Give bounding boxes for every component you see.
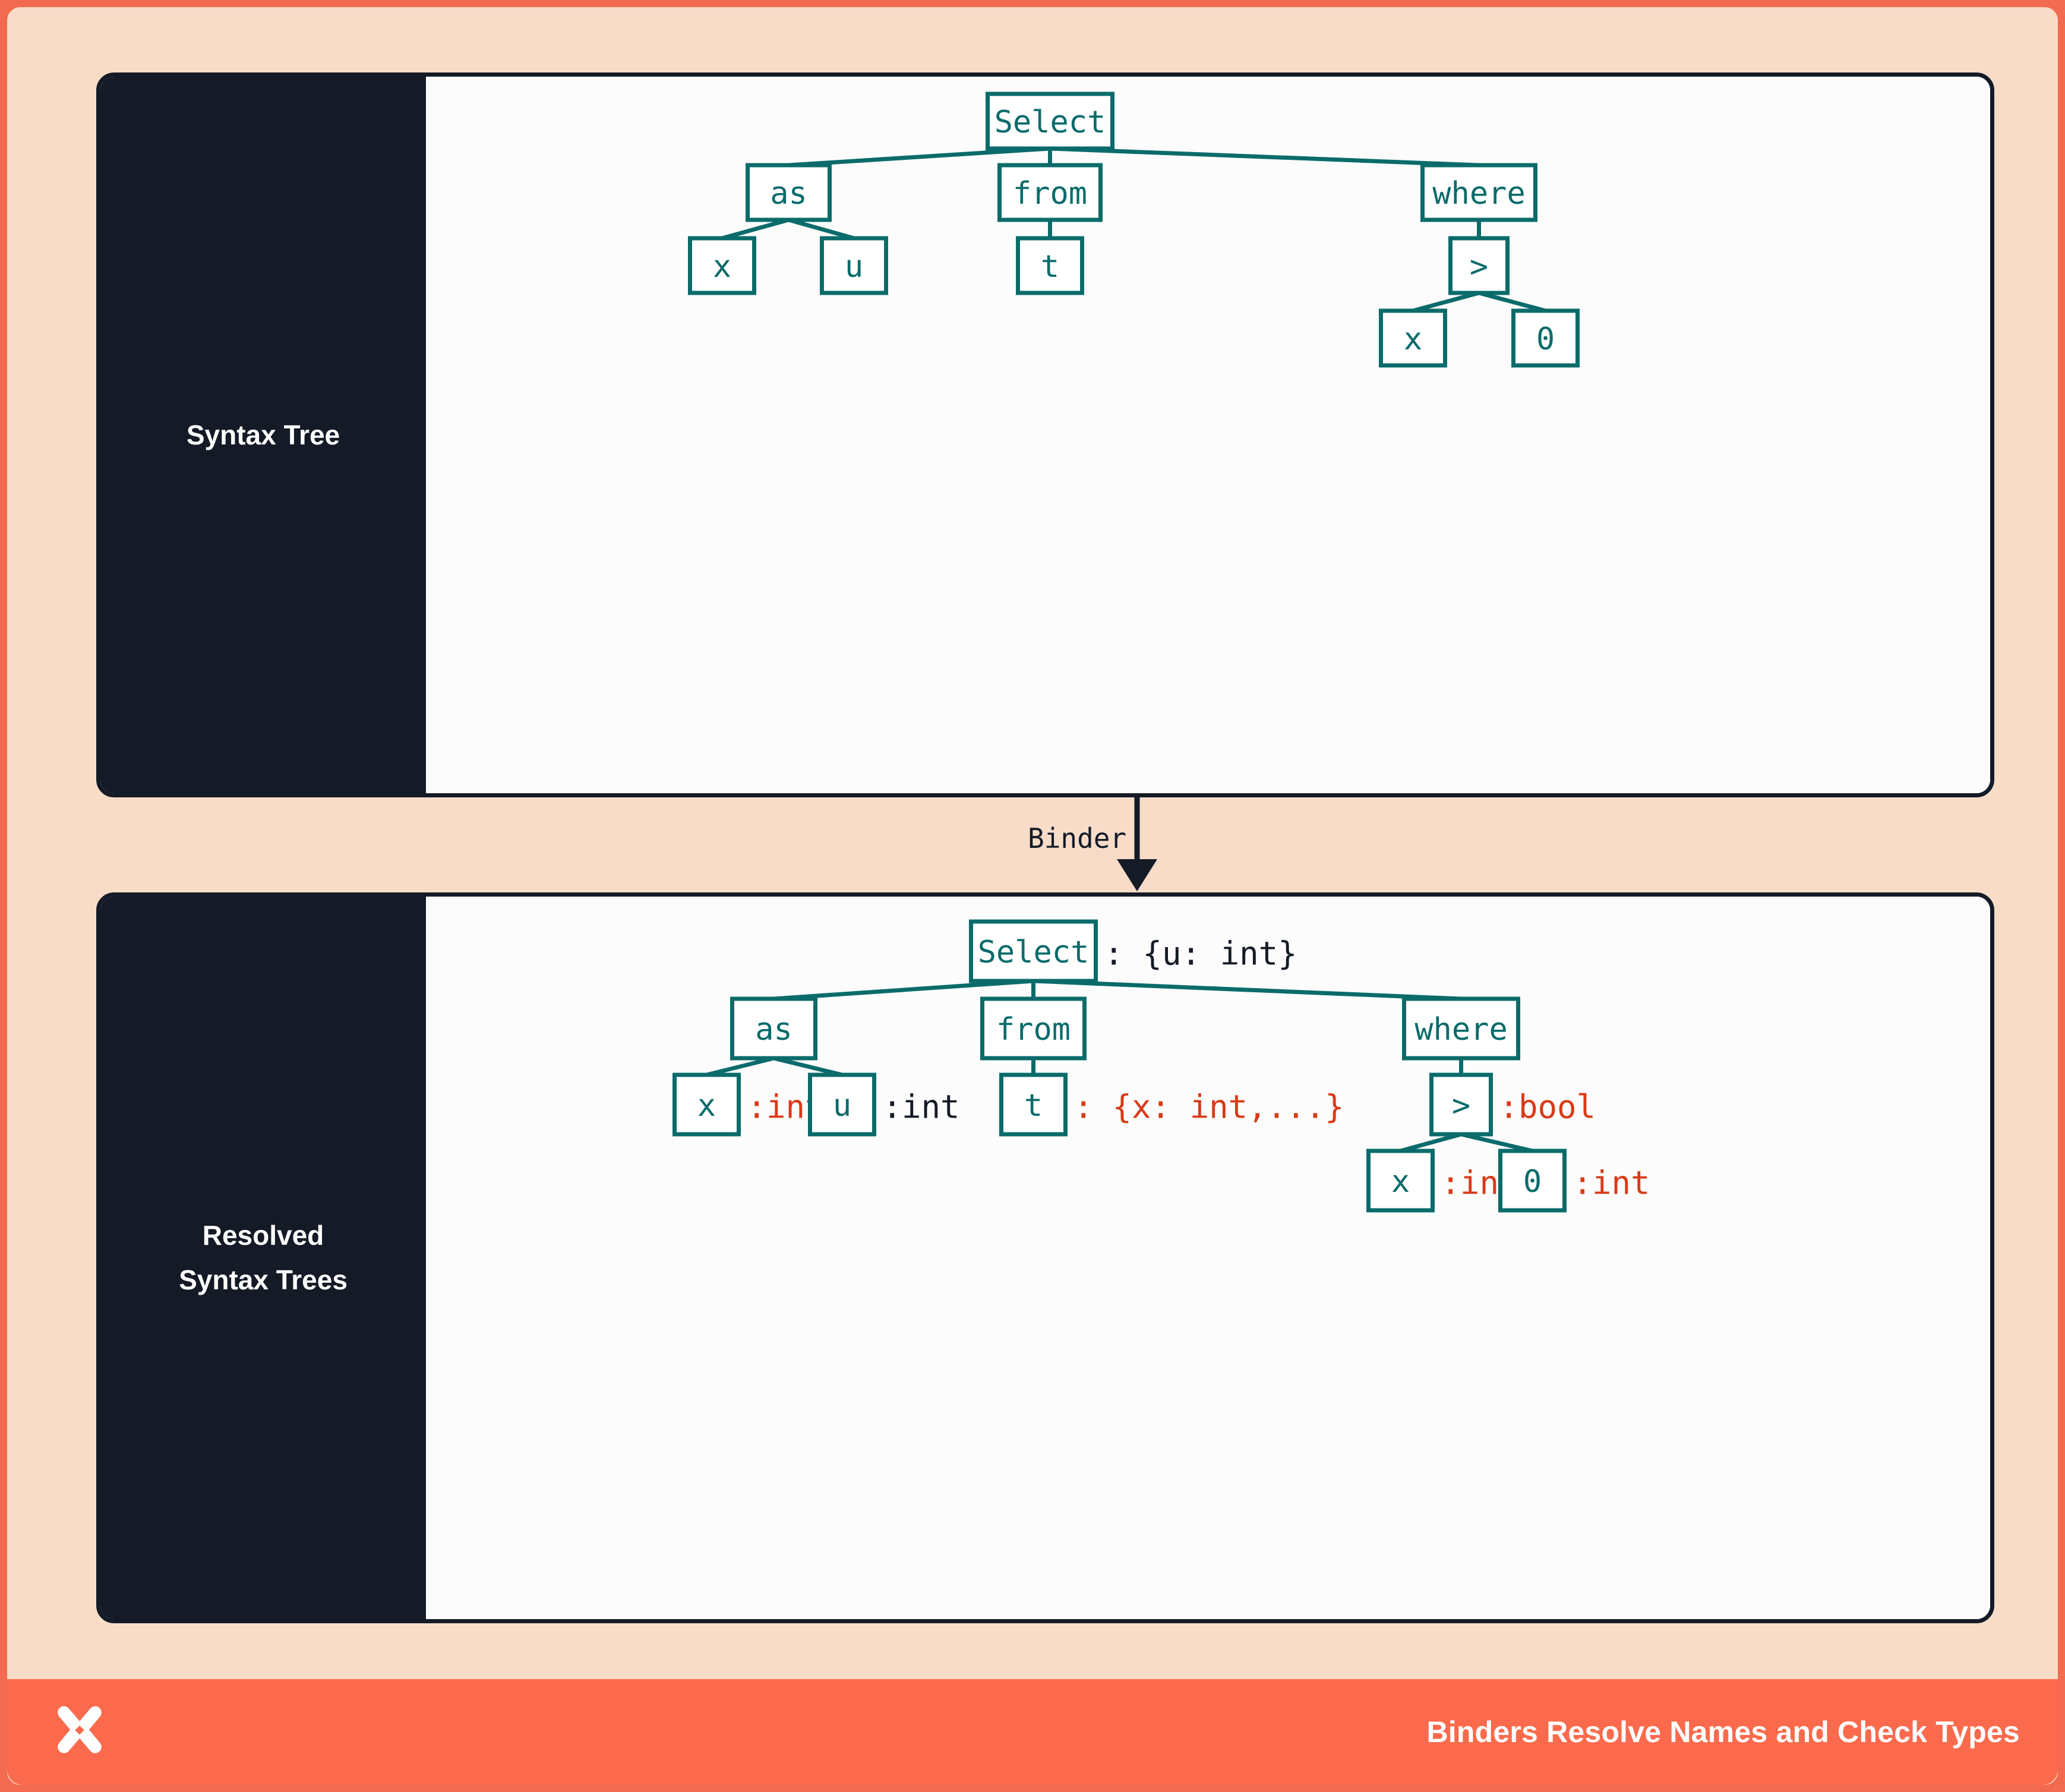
node-label: t bbox=[1024, 1088, 1043, 1124]
node-label: as bbox=[770, 176, 807, 212]
tree-node-as-x: x:int bbox=[672, 1072, 825, 1137]
node-box bbox=[1448, 236, 1510, 295]
node-label: x bbox=[1391, 1164, 1410, 1200]
tree-edge bbox=[1033, 979, 1461, 1001]
node-box bbox=[746, 163, 832, 222]
node-box bbox=[969, 919, 1098, 983]
node-label: x bbox=[713, 249, 731, 285]
node-label: from bbox=[996, 1012, 1071, 1048]
tree-edge bbox=[1412, 291, 1480, 313]
node-box bbox=[730, 996, 817, 1061]
node-box bbox=[1420, 163, 1537, 222]
tree-edge bbox=[1460, 1132, 1533, 1153]
node-box bbox=[1511, 308, 1580, 368]
tree-edge bbox=[706, 1056, 775, 1077]
tree-node-from: from bbox=[980, 996, 1087, 1061]
node-box bbox=[997, 163, 1103, 222]
node-box bbox=[1429, 1072, 1493, 1137]
node-label: x bbox=[1404, 321, 1422, 357]
tree-edge bbox=[1400, 1132, 1462, 1153]
panel-syntax-tree-title: Syntax Tree bbox=[186, 419, 340, 450]
tree-node-where: where bbox=[1420, 163, 1537, 222]
panel-syntax-tree: Syntax Tree Select as from where x u t > x 0 bbox=[96, 72, 1994, 797]
node-box bbox=[1016, 236, 1084, 295]
node-box bbox=[1402, 996, 1520, 1061]
tree-node-as-u: u bbox=[820, 236, 888, 295]
tree-node-from-t: t : {x: int,...} bbox=[999, 1072, 1344, 1137]
tree-node-gt-0: 0 bbox=[1511, 308, 1580, 368]
binder-transition bbox=[96, 797, 1994, 892]
binder-label: Binder bbox=[1028, 822, 1127, 854]
node-label: where bbox=[1432, 176, 1526, 212]
tree-edge bbox=[773, 1056, 843, 1077]
tree-node-select: Select bbox=[986, 92, 1114, 151]
tree-node-gt-x: x:int bbox=[1366, 1149, 1518, 1213]
tree-node-gt: > :bool bbox=[1429, 1072, 1596, 1137]
tree-edge bbox=[721, 217, 790, 241]
node-label: Select bbox=[978, 935, 1090, 970]
node-box bbox=[672, 1072, 741, 1137]
node-box bbox=[808, 1072, 876, 1137]
node-box bbox=[820, 236, 888, 295]
node-box bbox=[1366, 1149, 1435, 1213]
tree-node-from-t: t bbox=[1016, 236, 1084, 295]
node-box bbox=[1498, 1149, 1567, 1213]
tree-node-gt: > bbox=[1448, 236, 1510, 295]
node-label: as bbox=[755, 1012, 792, 1048]
tree-edge bbox=[773, 979, 1034, 1001]
panel-syntax-tree-body: Select as from where x u t > x 0 bbox=[426, 77, 1990, 793]
x-logo-icon bbox=[58, 1706, 102, 1753]
arrow-down-icon bbox=[1117, 797, 1157, 891]
node-type-annotation: :bool bbox=[1499, 1089, 1596, 1126]
tree-edge bbox=[788, 146, 1050, 168]
node-label: where bbox=[1414, 1012, 1508, 1048]
node-label: 0 bbox=[1523, 1164, 1542, 1200]
node-box bbox=[999, 1072, 1068, 1137]
node-label: Select bbox=[994, 105, 1106, 140]
tree-node-from: from bbox=[997, 163, 1103, 222]
tree-node-where: where bbox=[1402, 996, 1520, 1061]
node-type-annotation: :int bbox=[883, 1089, 960, 1126]
syntax-tree-graph: Select as from where x u t > x 0 bbox=[688, 92, 1580, 368]
tree-edge bbox=[1478, 291, 1546, 313]
node-label: from bbox=[1013, 176, 1087, 212]
node-type-annotation: : {u: int} bbox=[1104, 935, 1297, 973]
tree-edge bbox=[1050, 146, 1479, 168]
tree-node-select: Select : {u: int} bbox=[969, 919, 1297, 983]
footer-bar: Binders Resolve Names and Check Types bbox=[7, 1679, 2058, 1785]
node-type-annotation: : {x: int,...} bbox=[1074, 1089, 1344, 1126]
panel-syntax-tree-sidebar: Syntax Tree bbox=[100, 77, 426, 793]
tree-node-gt-0: 0 :int bbox=[1498, 1149, 1650, 1213]
node-box bbox=[986, 92, 1114, 151]
tree-node-as-u: u :int bbox=[808, 1072, 960, 1137]
tree-node-as-x: x bbox=[688, 236, 756, 295]
node-type-annotation: :int bbox=[1573, 1165, 1650, 1202]
tree-node-as: as bbox=[730, 996, 817, 1061]
node-label: > bbox=[1470, 249, 1488, 285]
tree-node-as: as bbox=[746, 163, 832, 222]
node-label: t bbox=[1041, 249, 1059, 285]
node-label: u bbox=[845, 249, 863, 285]
node-box bbox=[980, 996, 1087, 1061]
tree-node-gt-x: x bbox=[1379, 308, 1447, 368]
footer-caption: Binders Resolve Names and Check Types bbox=[1426, 1715, 2020, 1749]
node-box bbox=[688, 236, 756, 295]
node-label: x bbox=[697, 1088, 716, 1124]
node-label: > bbox=[1452, 1088, 1470, 1124]
node-box bbox=[1379, 308, 1447, 368]
node-label: 0 bbox=[1536, 321, 1555, 357]
node-label: u bbox=[833, 1088, 851, 1124]
tree-edge bbox=[788, 217, 855, 241]
